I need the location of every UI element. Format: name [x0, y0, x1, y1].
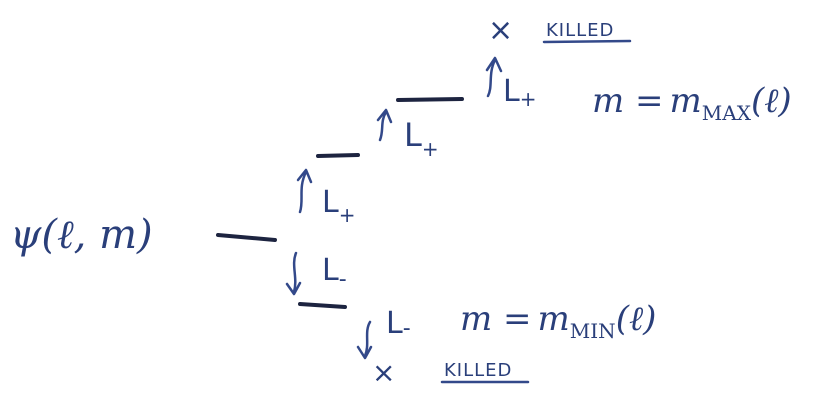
- state-label: ψ(ℓ, m): [10, 212, 153, 258]
- raise-op-1: L+: [322, 185, 355, 227]
- top-killed-mark: ×: [488, 13, 513, 48]
- bottom-condition: m =mMIN(ℓ): [460, 299, 656, 343]
- raise-op-2: L+: [404, 116, 439, 161]
- top-killed-underline: [542, 39, 632, 44]
- level-line-plus-1: [316, 153, 360, 158]
- top-condition: m =mMAX(ℓ): [592, 81, 792, 125]
- lower-op-2: L-: [386, 306, 411, 341]
- raise-arrow-3: [485, 56, 503, 98]
- base-level-line: [216, 233, 277, 242]
- lower-arrow-1: [285, 251, 302, 296]
- level-line-minus-1: [298, 302, 347, 309]
- raise-arrow-1: [296, 168, 313, 214]
- bottom-killed-mark: ×: [372, 356, 395, 389]
- level-line-plus-2: [396, 97, 464, 102]
- raise-op-3: L+: [503, 74, 536, 111]
- top-killed-label: KILLED: [546, 20, 614, 41]
- bottom-killed-label: KILLED: [444, 360, 512, 381]
- lower-op-1: L-: [322, 253, 347, 292]
- raise-arrow-2: [376, 108, 393, 142]
- lower-arrow-2: [356, 320, 373, 360]
